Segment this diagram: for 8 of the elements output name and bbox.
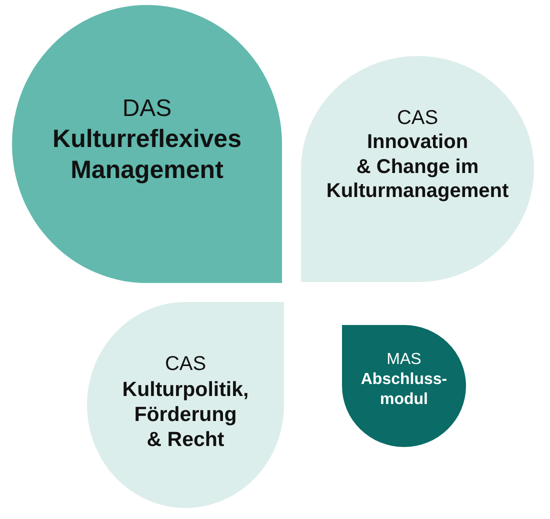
node-title: Innovation & Change im Kulturmanagement bbox=[326, 130, 509, 204]
node-title: Kulturpolitik, Förderung & Recht bbox=[122, 377, 249, 452]
node-heading: CAS bbox=[396, 106, 438, 130]
node-heading: CAS bbox=[164, 352, 206, 377]
node-title: Kulturreflexives Management bbox=[52, 124, 242, 186]
node-heading: MAS bbox=[386, 350, 422, 370]
node-heading: DAS bbox=[122, 94, 172, 124]
node-title: Abschluss- modul bbox=[360, 370, 448, 410]
